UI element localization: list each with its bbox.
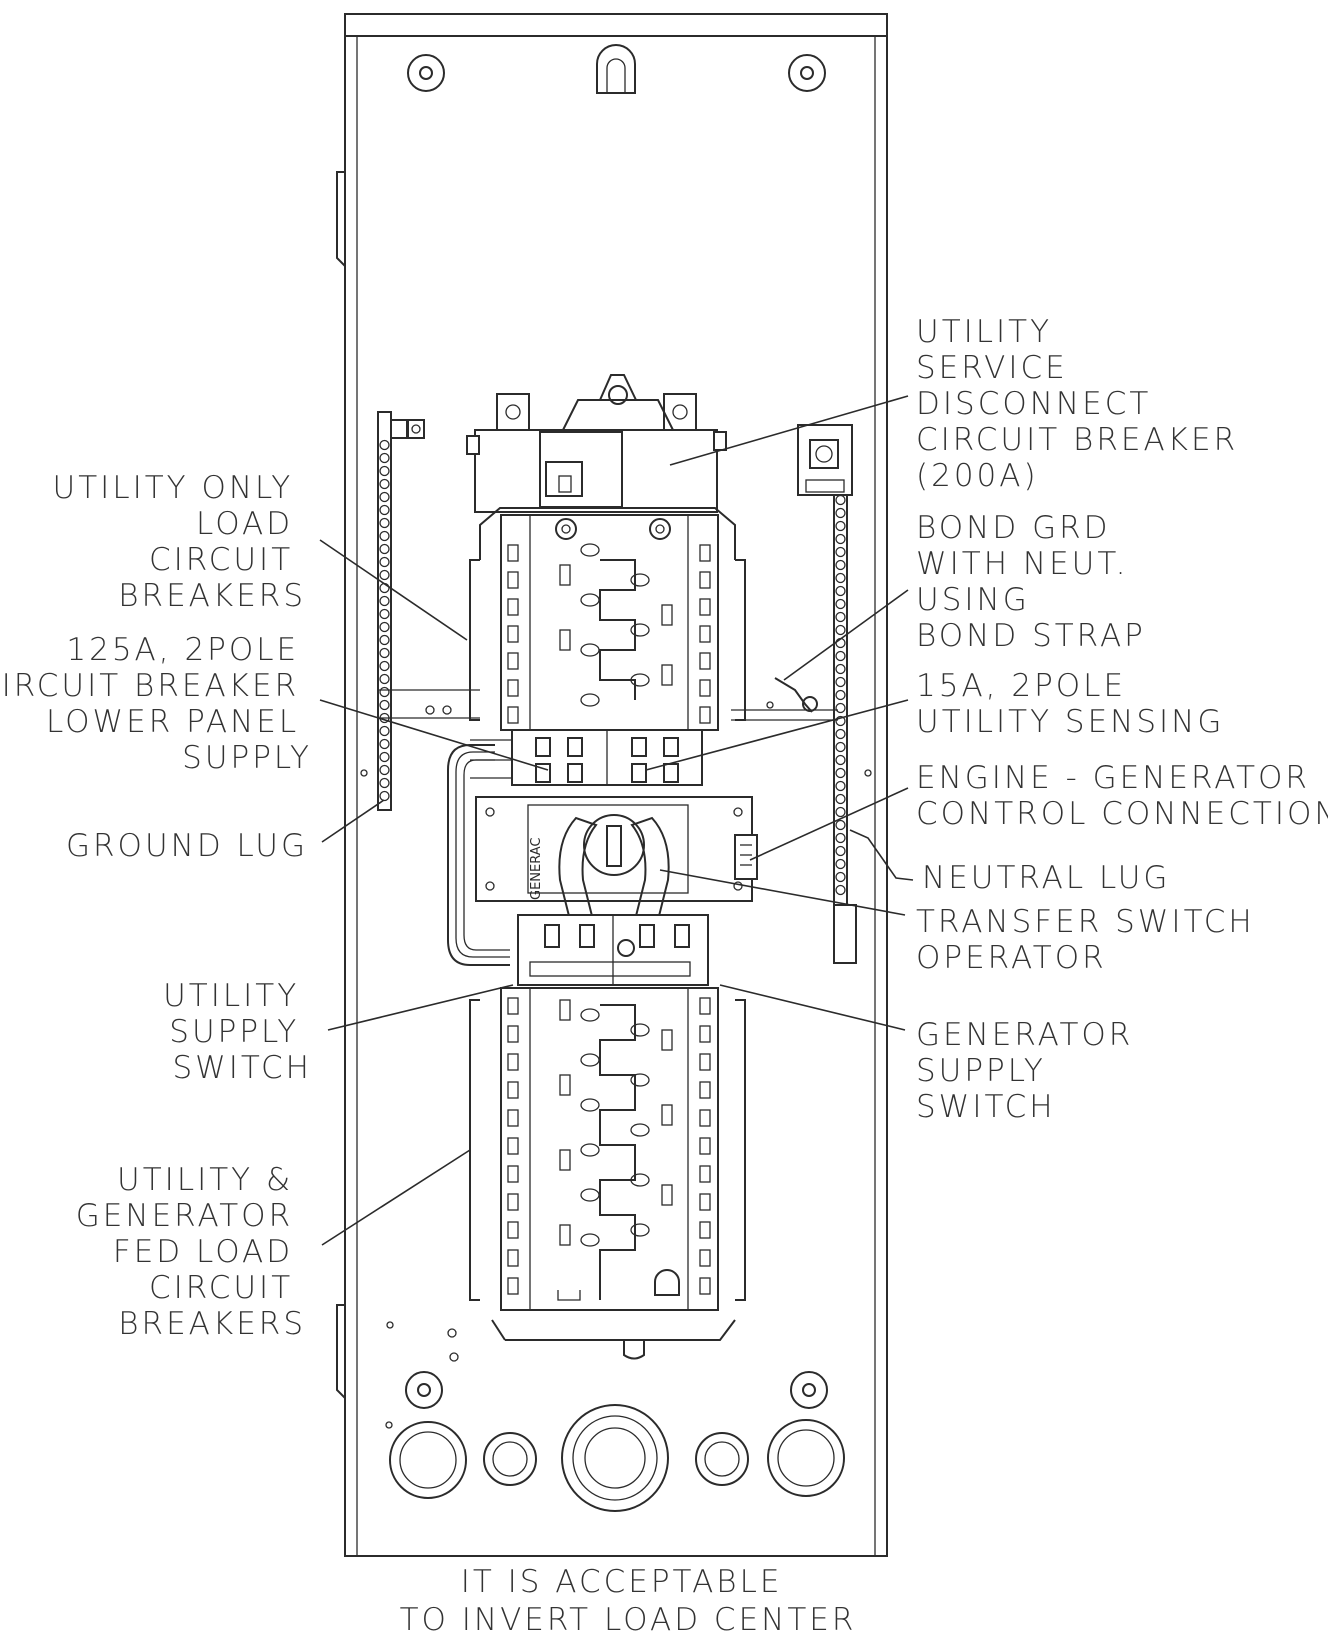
label-service-disconnect: UTILITY SERVICE DISCONNECT CIRCUIT BREAK… [916,314,1251,494]
label-neutral-lug: NEUTRAL LUG [922,860,1170,896]
upper-2pole-breakers [470,729,703,786]
label-utility-supply-switch: UTILITY SUPPLY SWITCH [163,978,312,1086]
label-utility-generator-fed: UTILITY & GENERATOR FED LOAD CIRCUIT BRE… [76,1162,306,1342]
label-utility-only-load: UTILITY ONLY LOAD CIRCUIT BREAKERS [53,470,306,614]
callout-labels: UTILITY ONLY LOAD CIRCUIT BREAKERS 125A,… [0,314,1328,1638]
leader-lines [319,395,914,1246]
enclosure [336,13,888,1557]
footer-note: IT IS ACCEPTABLE TO INVERT LOAD CENTER [400,1564,857,1638]
wire-harness [447,744,510,966]
label-transfer-operator: TRANSFER SWITCH OPERATOR [916,904,1268,976]
supply-switches [517,914,709,986]
lower-breaker-panel [469,987,746,1360]
label-generator-supply-switch: GENERATOR SUPPLY SWITCH [916,1017,1146,1125]
label-utility-sensing: 15A, 2POLE UTILITY SENSING [916,668,1224,740]
main-breaker [466,374,727,513]
upper-breaker-panel [469,507,746,731]
label-ground-lug: GROUND LUG [66,828,308,864]
ground-bar [377,411,425,811]
label-engine-generator: ENGINE - GENERATOR CONTROL CONNECTIONS [916,760,1328,832]
label-bond-grd: BOND GRD WITH NEUT. USING BOND STRAP [916,510,1146,654]
neutral-bar [797,424,857,964]
bond-strap [378,677,838,721]
conduit-knockouts [389,1404,845,1512]
brand-mark: GENERAC [529,838,544,900]
label-lower-panel-supply: 125A, 2POLE CIRCUIT BREAKER LOWER PANEL … [0,632,312,776]
transfer-switch-operator: GENERAC [475,796,758,941]
